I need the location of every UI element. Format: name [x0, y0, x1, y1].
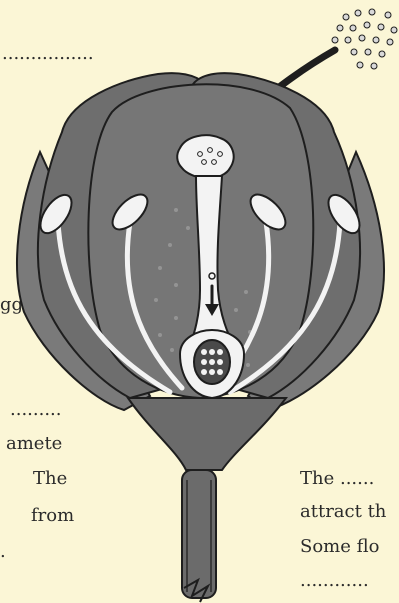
pollen-grains [332, 9, 397, 69]
receptacle-and-stalk [128, 398, 286, 602]
